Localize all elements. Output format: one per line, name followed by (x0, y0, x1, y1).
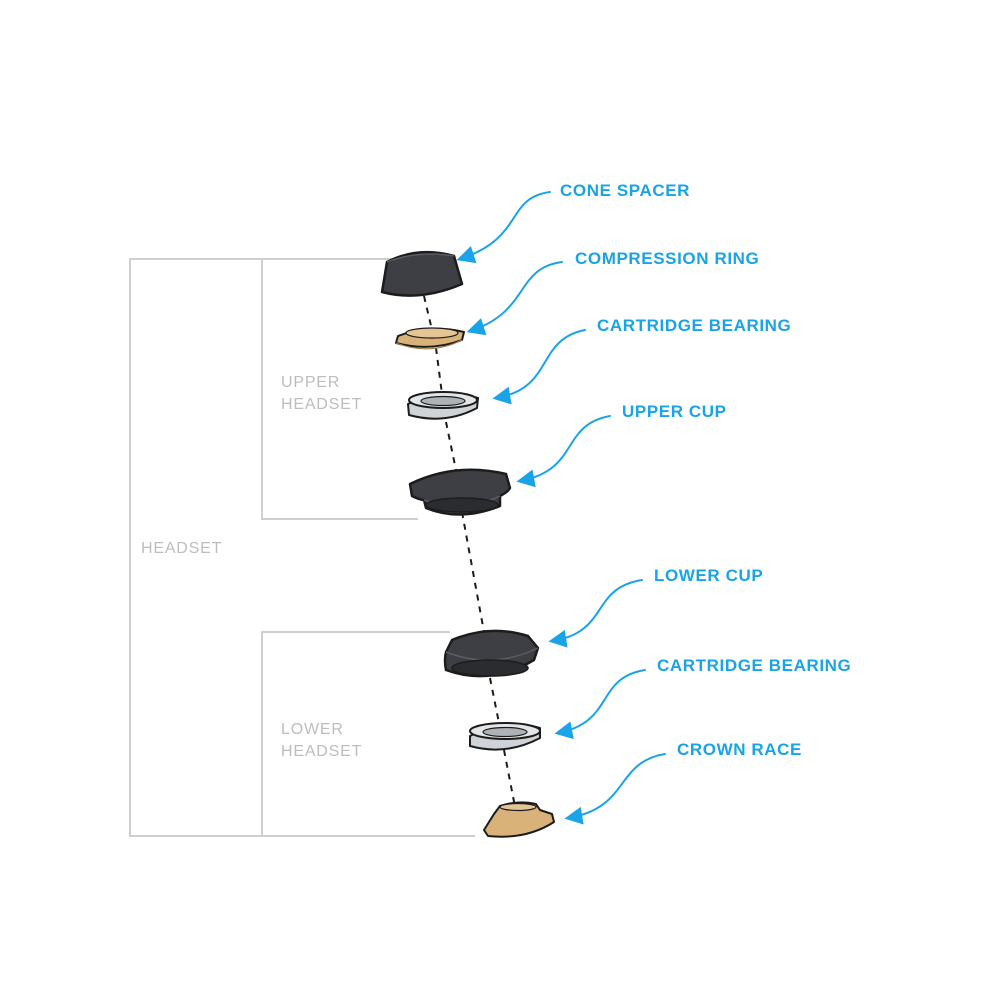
upper-cup-icon (408, 468, 512, 516)
compression-ring-arrow (466, 261, 563, 336)
part-label-upper-cup: UPPER CUP (622, 402, 727, 421)
upper-bearing-arrow (492, 329, 586, 405)
part-label-crown-race: CROWN RACE (677, 740, 802, 759)
upper-headset-bracket (261, 258, 418, 520)
lower-headset-bracket (261, 631, 450, 836)
upper-cup-arrow (516, 415, 611, 488)
lower-headset-label-line1: LOWER (281, 721, 344, 738)
part-label-lower-bearing: CARTRIDGE BEARING (657, 656, 851, 675)
cone-spacer-arrow (456, 191, 551, 264)
cone-spacer-icon (380, 250, 464, 297)
lower-bearing-arrow (554, 669, 646, 740)
part-label-cone-spacer: CONE SPACER (560, 181, 690, 200)
upper-bearing-icon (407, 391, 479, 420)
headset-label: HEADSET (141, 540, 222, 557)
lower-headset-label-line2: HEADSET (281, 743, 362, 760)
upper-headset-label-line2: HEADSET (281, 396, 362, 413)
lower-cup-icon (443, 629, 540, 678)
lower-cup-arrow (548, 579, 643, 648)
compression-ring-icon (395, 327, 465, 350)
upper-headset-label-line1: UPPER (281, 374, 340, 391)
crown-race-icon (483, 801, 555, 838)
part-label-upper-bearing: CARTRIDGE BEARING (597, 316, 791, 335)
crown-race-arrow (564, 753, 666, 825)
part-label-lower-cup: LOWER CUP (654, 566, 763, 585)
part-label-compression-ring: COMPRESSION RING (575, 249, 759, 268)
lower-bearing-icon (469, 722, 541, 751)
steerer-axis (423, 295, 517, 813)
